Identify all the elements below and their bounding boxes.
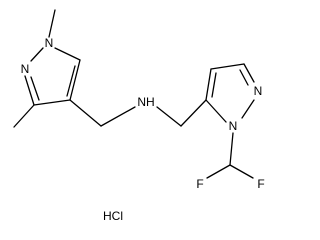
atom-n2-ring2: N — [254, 84, 263, 98]
bond-r2-c4-c3 — [210, 63, 245, 70]
bond-c-f-left — [206, 164, 231, 179]
bond-c3-n2 — [24, 75, 35, 106]
atom-nh-amine: NH — [137, 95, 154, 109]
amine-linker — [100, 99, 207, 127]
atom-n1-ring2: N — [229, 119, 238, 133]
bond-ch2-nh — [100, 106, 136, 127]
bond-n1-c5 — [54, 47, 81, 61]
pyrazole-ring-2 — [205, 63, 255, 179]
bond-c3-n2-inner — [30, 76, 40, 101]
bond-r2-c3-n2 — [243, 63, 255, 83]
bond-c3-methyl — [13, 104, 35, 128]
bond-nh-ch2 — [156, 106, 182, 127]
bond-c5-c4 — [69, 59, 81, 101]
bond-n1-chf2 — [229, 132, 234, 166]
molecular-structure: N N NH N N F F HCl — [13, 9, 265, 223]
atom-n1-methylated: N — [45, 36, 54, 50]
bond-r2-c5-c4-inner — [211, 72, 217, 98]
bond-c5-c4-inner — [66, 65, 76, 97]
bond-r2-n1-c5 — [205, 99, 227, 123]
bond-c4-c3 — [33, 99, 71, 106]
bond-r2-n2-n1 — [241, 99, 255, 119]
bond-n2-n1 — [30, 47, 44, 62]
bond-r2-c3-n2-inner — [239, 69, 249, 86]
atom-n2-ring1: N — [21, 62, 30, 76]
atom-fluorine-right: F — [257, 177, 264, 191]
bond-n1-methyl — [48, 9, 56, 38]
bond-ch2-c5 — [180, 99, 207, 127]
bond-c-f-right — [229, 164, 254, 179]
bond-r2-c5-c4 — [205, 68, 212, 101]
salt-hcl-label: HCl — [103, 209, 123, 223]
pyrazole-ring-1 — [13, 9, 102, 128]
bond-c4-ch2 — [69, 99, 102, 127]
atom-fluorine-left: F — [196, 177, 203, 191]
